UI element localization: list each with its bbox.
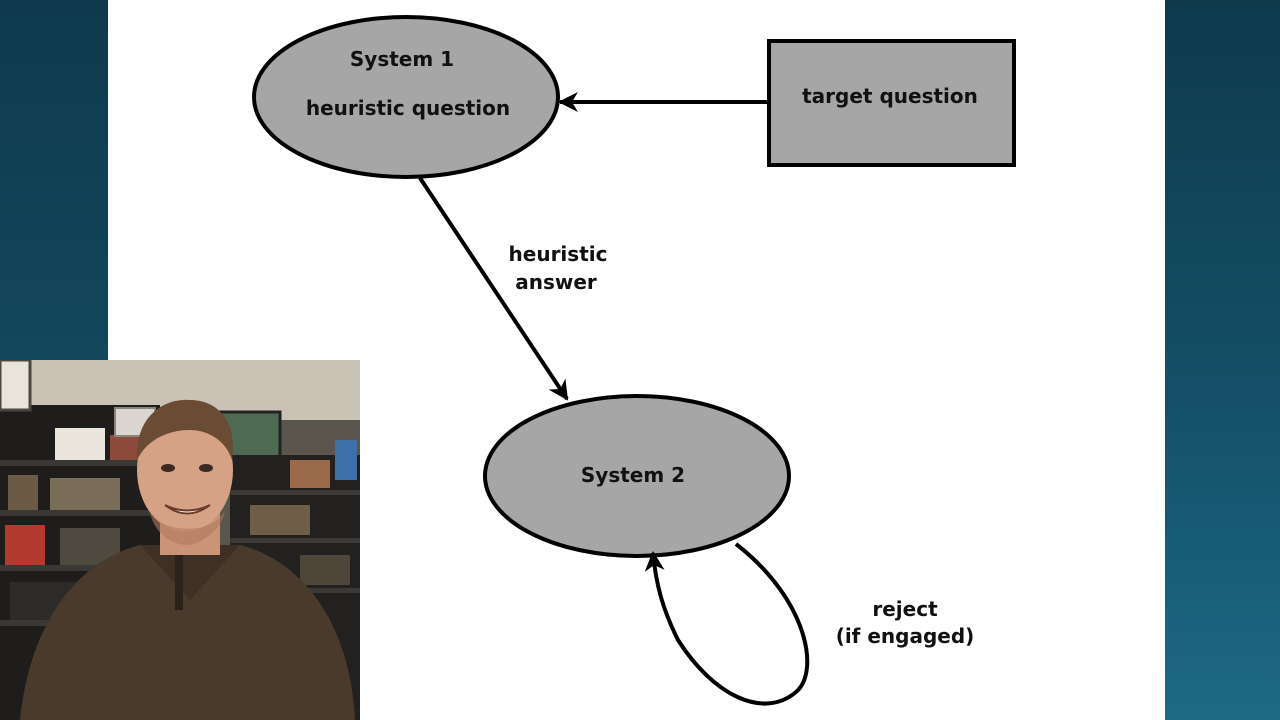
presenter-webcam (0, 360, 360, 720)
diagram-canvas: System 1 heuristic question target quest… (252, 15, 1016, 706)
node-target-question: target question (767, 39, 1016, 167)
node-system2-label: System 2 (581, 463, 685, 487)
right-background-panel (1165, 0, 1280, 720)
edge-heuristic-answer-label-line1: heuristic (509, 242, 608, 266)
edge-heuristic-answer-label-line2: answer (515, 270, 597, 294)
node-target-question-label: target question (802, 84, 978, 108)
node-system1: System 1 heuristic question (252, 15, 560, 179)
edge-reject-label-line1: reject (872, 597, 938, 621)
edge-system2-reject-loop (644, 542, 810, 706)
presenter-webcam-icon (0, 360, 360, 720)
node-system2: System 2 (483, 394, 791, 558)
edge-system1-to-system2 (418, 176, 569, 401)
node-system1-title: System 1 (350, 47, 454, 71)
node-system1-subtitle: heuristic question (306, 96, 510, 120)
edge-reject-label-line2: (if engaged) (836, 624, 975, 648)
